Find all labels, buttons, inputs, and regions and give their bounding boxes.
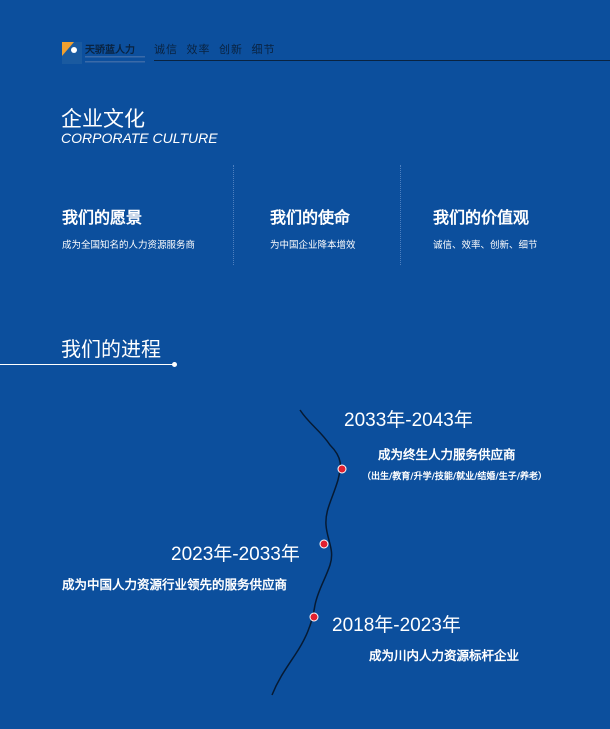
milestone-period: 2033年-2043年	[344, 410, 473, 431]
values-block: 我们的价值观 诚信、效率、创新、细节	[433, 204, 538, 251]
values-text: 诚信、效率、创新、细节	[433, 240, 538, 251]
mission-text: 为中国企业降本增效	[270, 240, 356, 251]
svg-text:天骄蓝人力: 天骄蓝人力	[85, 43, 135, 56]
progress-title: 我们的进程	[61, 337, 161, 361]
vision-block: 我们的愿景 成为全国知名的人力资源服务商	[62, 204, 195, 251]
divider	[400, 165, 401, 265]
milestone-period: 2023年-2033年	[171, 544, 300, 565]
milestone-dot	[319, 539, 329, 549]
values-heading: 我们的价值观	[433, 208, 530, 227]
divider	[233, 165, 234, 265]
progress-underline	[0, 364, 175, 365]
milestone-dot	[309, 612, 319, 622]
header-divider	[154, 60, 610, 61]
milestone-period: 2018年-2023年	[332, 615, 461, 636]
section-title: 企业文化	[61, 107, 145, 131]
milestone-dot	[337, 464, 347, 474]
progress-underline-dot	[172, 362, 177, 367]
vision-heading: 我们的愿景	[62, 208, 143, 227]
milestone-text: 成为川内人力资源标杆企业	[369, 648, 520, 663]
milestone-note: （出生/教育/升学/技能/就业/结婚/生子/养老）	[362, 472, 548, 482]
milestone-text: 成为中国人力资源行业领先的服务供应商	[62, 577, 288, 592]
company-logo: 天骄蓝人力	[62, 42, 145, 64]
mission-block: 我们的使命 为中国企业降本增效	[270, 204, 356, 251]
vision-text: 成为全国知名的人力资源服务商	[62, 240, 196, 251]
section-subtitle: CORPORATE CULTURE	[61, 130, 218, 146]
mission-heading: 我们的使命	[270, 208, 351, 227]
milestone-text: 成为终生人力服务供应商	[378, 447, 516, 462]
header-slogan: 诚信 效率 创新 细节	[154, 43, 276, 56]
